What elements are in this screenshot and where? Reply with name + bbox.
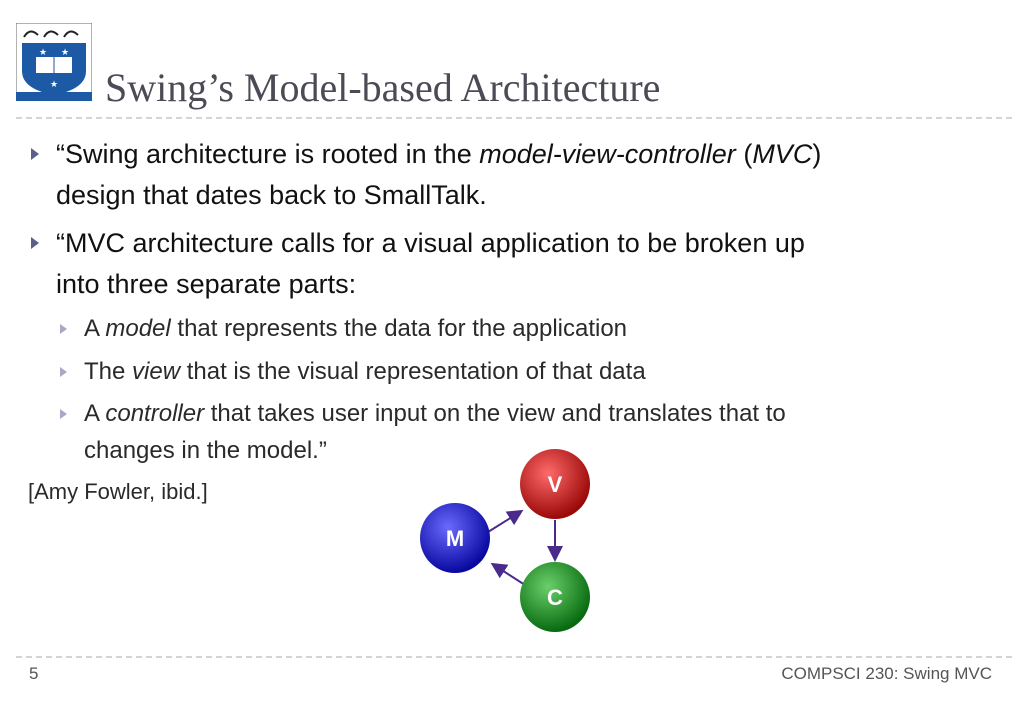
sub-bullet-controller-line-2: changes in the model.” xyxy=(84,437,327,464)
slide-title: Swing’s Model-based Architecture xyxy=(105,65,661,110)
svg-text:C: C xyxy=(547,585,563,610)
bullet-arrow-icon xyxy=(31,237,39,249)
svg-text:★: ★ xyxy=(61,47,69,57)
title-divider xyxy=(16,117,1012,119)
svg-text:V: V xyxy=(548,472,563,497)
university-logo: ★ ★ ★ xyxy=(15,22,93,102)
sub-bullet-model: A model that represents the data for the… xyxy=(84,315,628,342)
mvc-diagram: M V C xyxy=(420,449,590,632)
bullet-2-line-2: into three separate parts: xyxy=(56,269,357,299)
arrow-m-to-v xyxy=(487,509,524,533)
arrow-c-to-m xyxy=(490,562,526,586)
svg-text:M: M xyxy=(446,526,464,551)
svg-text:★: ★ xyxy=(39,47,47,57)
node-controller: C xyxy=(520,562,590,632)
node-view: V xyxy=(520,449,590,519)
sub-bullet-arrow-icon xyxy=(60,367,67,377)
bullet-2: “MVC architecture calls for a visual app… xyxy=(56,228,805,258)
footer-course: COMPSCI 230: Swing MVC xyxy=(781,664,992,683)
bullet-1: “Swing architecture is rooted in the mod… xyxy=(56,139,822,169)
sub-bullet-arrow-icon xyxy=(60,324,67,334)
footer-divider xyxy=(16,656,1012,658)
bullet-arrow-icon xyxy=(31,148,39,160)
svg-text:★: ★ xyxy=(50,79,58,89)
node-model: M xyxy=(420,503,490,573)
sub-bullet-controller: A controller that takes user input on th… xyxy=(84,400,786,427)
sub-bullet-view: The view that is the visual representati… xyxy=(84,358,646,385)
sub-bullet-arrow-icon xyxy=(60,409,67,419)
citation: [Amy Fowler, ibid.] xyxy=(28,479,208,504)
bullet-1-line-2: design that dates back to SmallTalk. xyxy=(56,180,487,210)
page-number: 5 xyxy=(29,664,39,683)
